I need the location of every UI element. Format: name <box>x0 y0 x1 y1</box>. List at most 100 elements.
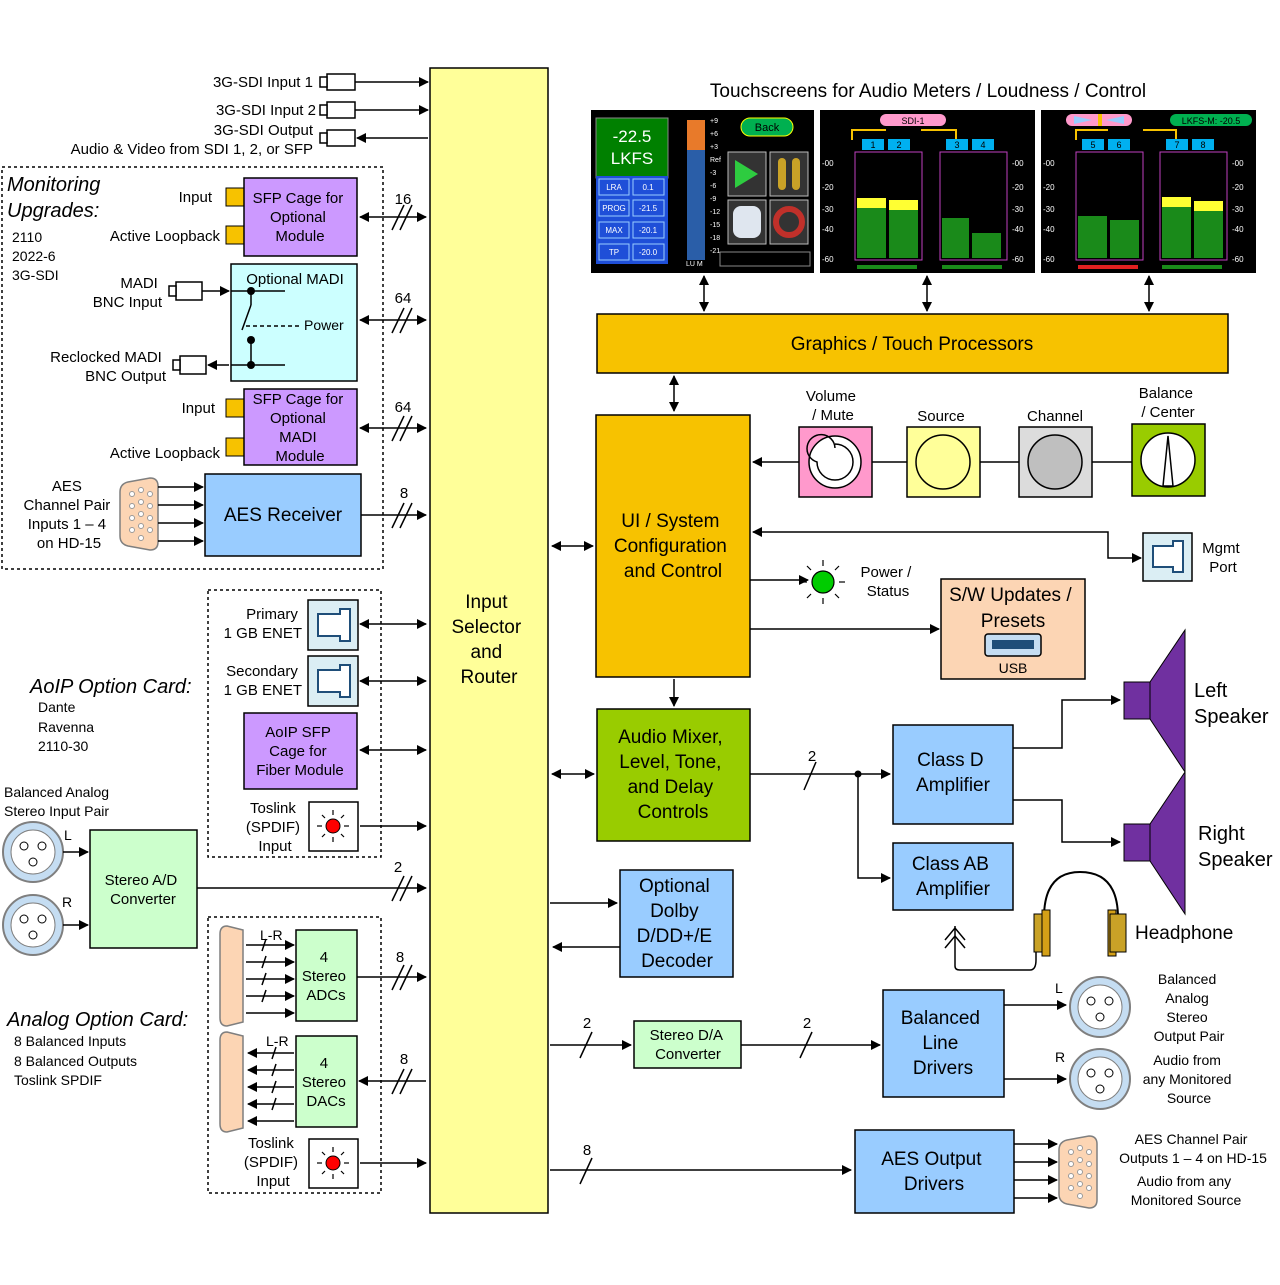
usb-icon <box>984 633 1042 657</box>
aes-in-bus-label: 8 <box>400 485 408 502</box>
dolby-block <box>619 869 734 978</box>
svg-text:-20: -20 <box>1043 183 1055 192</box>
aoip-primary-label: Primary 1 GB ENET <box>224 606 302 642</box>
left-speaker-label: Left Speaker <box>1194 680 1269 728</box>
right-speaker-label: Right Speaker <box>1198 823 1273 871</box>
mixer-bus-label: 2 <box>808 748 816 765</box>
router-label: Input Selector and Router <box>452 592 527 688</box>
svg-text:Ref: Ref <box>710 157 721 164</box>
aes-output-label: AES Output Drivers <box>881 1149 987 1195</box>
screen-3-meters: LKFS-M: -20.5 5 6 7 8 -00 -20 -30 -40 -6… <box>1041 110 1256 273</box>
aes-in-label: AES Channel Pair Inputs 1 – 4 on HD-15 <box>24 478 115 552</box>
bal-out-r: R <box>1055 1049 1065 1065</box>
screen-2-meters: SDI-1 1 2 3 4 -00 -20 -30 -40 -60 -00 -2… <box>820 110 1035 273</box>
class-d-block <box>892 724 1014 825</box>
bal-out-label: Balanced Analog Stereo Output Pair <box>1154 971 1225 1044</box>
headphone-icon <box>1033 870 1127 957</box>
xlr-out-left-icon <box>1069 976 1131 1038</box>
stereo-ad-block <box>89 829 198 949</box>
ethernet-primary-icon <box>307 599 359 651</box>
toslink-aoip-icon <box>308 801 359 852</box>
svg-text:-15: -15 <box>710 222 720 229</box>
right-speaker-icon <box>1123 770 1186 916</box>
svg-text:-60: -60 <box>1012 255 1024 264</box>
svg-text:-30: -30 <box>1232 205 1244 214</box>
aoip-box <box>207 589 382 858</box>
svg-text:-30: -30 <box>1012 205 1024 214</box>
adc-block <box>295 929 358 1022</box>
svg-text:LKFS-M: -20.5: LKFS-M: -20.5 <box>1182 116 1241 126</box>
class-d-label: Class D Amplifier <box>916 750 991 796</box>
sfp2-input-port <box>225 398 245 418</box>
ui-block <box>595 414 751 678</box>
balanced-drivers-block <box>882 989 1005 1098</box>
svg-text:+3: +3 <box>710 144 718 151</box>
svg-text:-30: -30 <box>822 205 834 214</box>
svg-text:5: 5 <box>1090 140 1095 150</box>
svg-text:3: 3 <box>954 140 959 150</box>
sfp2-block <box>243 388 358 466</box>
analog-card-box <box>207 916 382 1194</box>
svg-text:4: 4 <box>980 140 985 150</box>
analog-card-list: 8 Balanced Inputs 8 Balanced Outputs Tos… <box>14 1033 141 1088</box>
aes-receiver-block <box>204 473 362 557</box>
aoip-toslink-label: Toslink (SPDIF) Input <box>246 800 304 855</box>
touchscreens-title: Touchscreens for Audio Meters / Loudness… <box>710 81 1146 102</box>
madi-out-label: Reclocked MADI BNC Output <box>50 349 167 385</box>
stereo-ad-label: Stereo A/D Converter <box>105 872 182 908</box>
aes-out-label-2: Audio from any Monitored Source <box>1131 1173 1242 1208</box>
router-block <box>429 67 549 1214</box>
svg-text:LRA: LRA <box>606 183 622 192</box>
analog-card-title: Analog Option Card: <box>6 1009 188 1031</box>
svg-text:-00: -00 <box>1043 159 1055 168</box>
sdi-section <box>319 73 429 147</box>
svg-text:1: 1 <box>870 140 875 150</box>
ui-label: UI / System Configuration and Control <box>614 511 732 582</box>
monitoring-title: Monitoring Upgrades: <box>7 174 106 222</box>
analog-toslink-label: Toslink (SPDIF) Input <box>244 1135 302 1190</box>
svg-text:-60: -60 <box>1043 255 1055 264</box>
sdi-av-label: Audio & Video from SDI 1, 2, or SFP <box>71 141 313 158</box>
ethernet-secondary-icon <box>307 655 359 707</box>
toslink-analog-icon <box>308 1138 359 1189</box>
svg-text:-20.1: -20.1 <box>639 226 658 235</box>
xlr-in-right-icon <box>2 894 64 956</box>
analog-in-label: Balanced Analog Stereo Input Pair <box>4 784 113 819</box>
mixer-label: Audio Mixer, Level, Tone, and Delay Cont… <box>618 727 728 823</box>
svg-text:-00: -00 <box>822 159 834 168</box>
adc-label: 4 Stereo ADCs <box>302 949 350 1004</box>
sfp1-label: SFP Cage for Optional Module <box>253 190 348 245</box>
svg-text:-24: -24 <box>675 157 685 164</box>
dolby-label: Optional Dolby D/DD+/E Decoder <box>637 876 718 972</box>
sw-updates-label: S/W Updates / Presets <box>949 585 1077 632</box>
sfp2-loop-port <box>225 437 245 457</box>
sfp2-bus-label: 64 <box>395 399 412 416</box>
svg-text:-30: -30 <box>1043 205 1055 214</box>
monitoring-upgrades-box <box>1 166 384 570</box>
sdi-input-1-label: 3G-SDI Input 1 <box>213 74 313 91</box>
svg-text:-20: -20 <box>1012 183 1024 192</box>
sdi-output-label: 3G-SDI Output <box>214 122 314 139</box>
svg-text:0.1: 0.1 <box>642 183 654 192</box>
svg-text:-6: -6 <box>710 183 716 190</box>
bal-out-l: L <box>1055 980 1063 996</box>
aoip-list: Dante Ravenna 2110-30 <box>38 699 98 754</box>
svg-text:Stereo: Stereo <box>1146 166 1155 190</box>
db25-in-connector <box>219 925 244 1133</box>
aoip-secondary-label: Secondary 1 GB ENET <box>224 663 302 699</box>
svg-text:-9: -9 <box>710 196 716 203</box>
svg-text:2: 2 <box>896 140 901 150</box>
svg-text:-20: -20 <box>822 183 834 192</box>
svg-text:-00: -00 <box>1232 159 1244 168</box>
stereo-da-label: Stereo D/A Converter <box>650 1027 727 1063</box>
power-led-icon <box>801 560 845 604</box>
dac-bus-label: 8 <box>400 1051 408 1068</box>
da-out-bus-label: 2 <box>803 1015 811 1032</box>
svg-text:SDI-1: SDI-1 <box>901 116 924 126</box>
svg-text:-21: -21 <box>710 248 720 255</box>
sfp1-block <box>243 177 358 257</box>
svg-text:-20: -20 <box>1232 183 1244 192</box>
aes-output-block <box>854 1129 1015 1214</box>
svg-text:-40: -40 <box>1043 225 1055 234</box>
